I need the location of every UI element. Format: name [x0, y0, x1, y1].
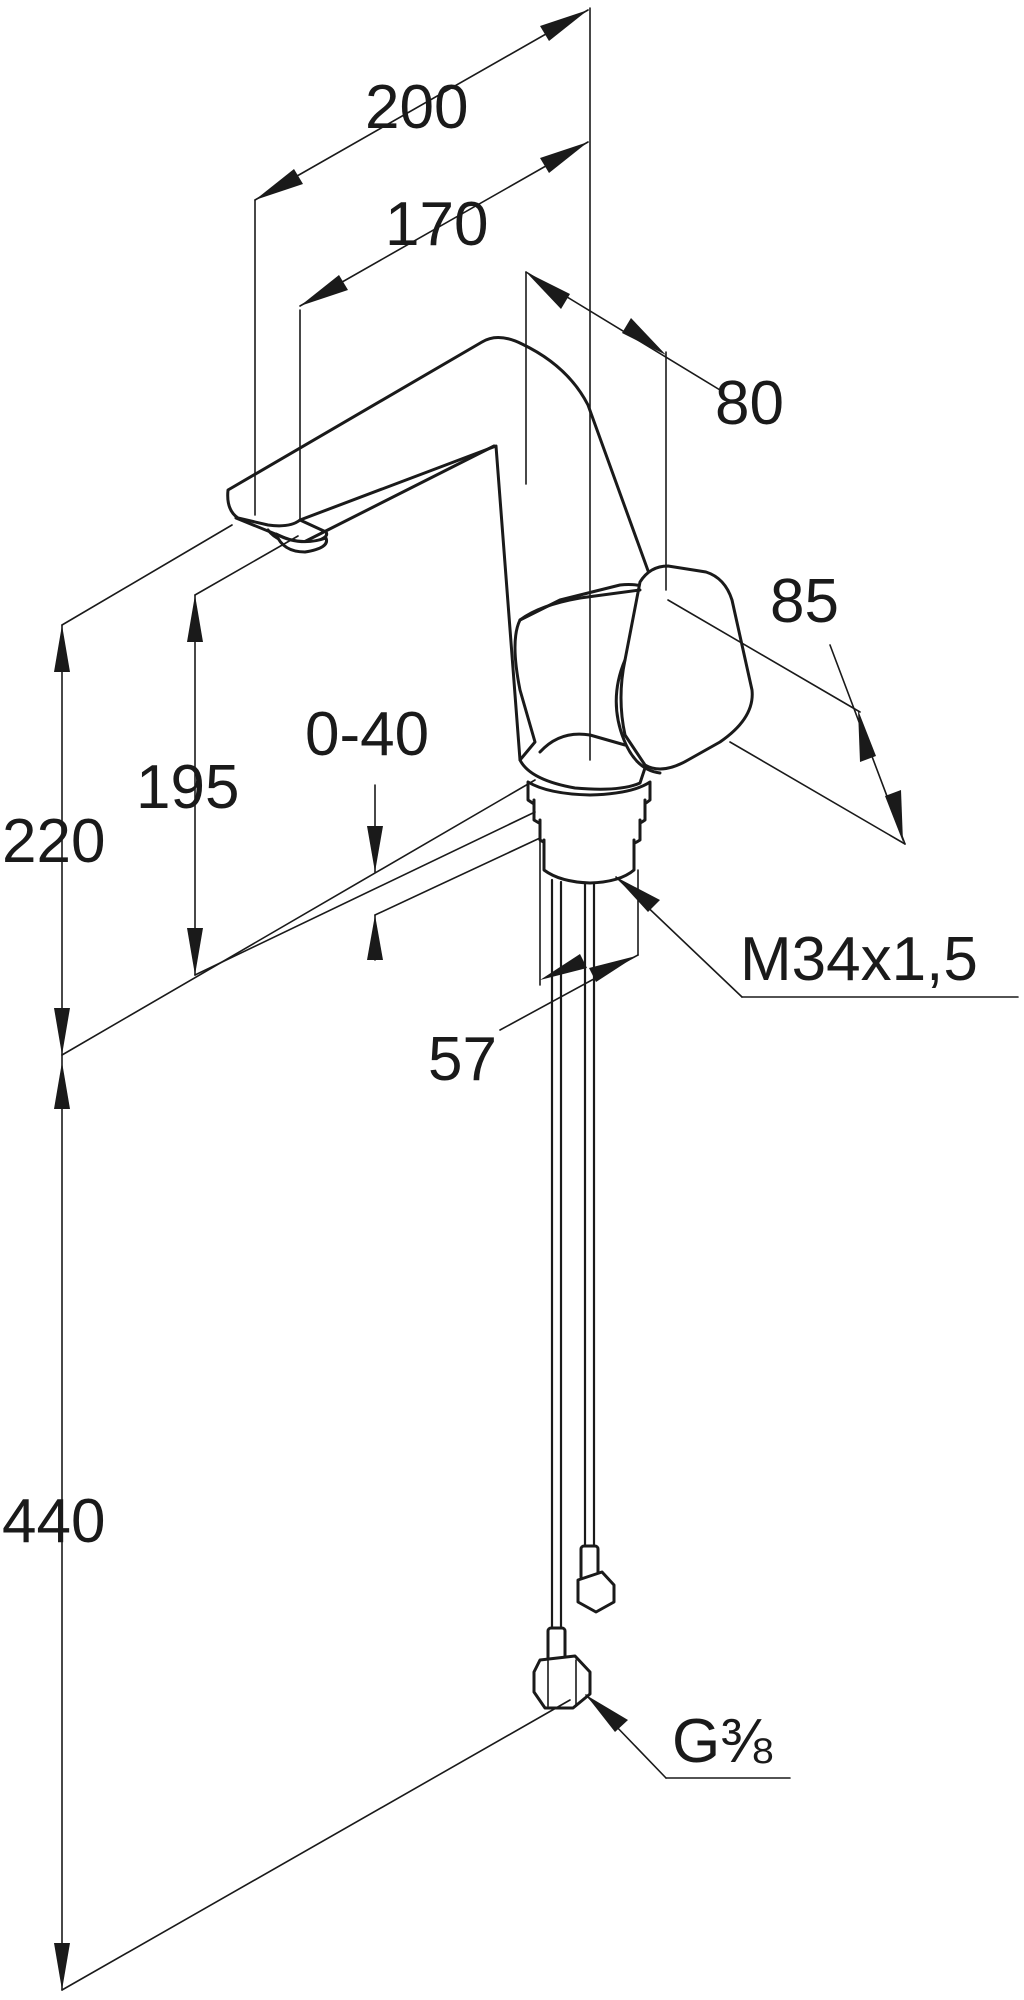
dim-label-170: 170 [385, 190, 488, 259]
dim-label-200: 200 [365, 73, 468, 142]
dim-label-57: 57 [428, 1025, 497, 1094]
dim-label-80: 80 [715, 369, 784, 438]
faucet-outline [226, 336, 754, 1710]
dim-label-thread: M34x1,5 [740, 925, 978, 994]
dimension-lines [54, 7, 1019, 1991]
dim-label-85: 85 [770, 567, 839, 636]
dim-label-220: 220 [2, 807, 105, 876]
lever-handle [619, 564, 754, 771]
dim-label-connection: G⅜ [672, 1707, 772, 1776]
dim-label-440: 440 [2, 1487, 105, 1556]
dim-label-195: 195 [136, 753, 239, 822]
dim-label-0-40: 0-40 [305, 700, 429, 769]
dimension-labels: 200 170 80 85 220 195 0-40 57 M34x1,5 44… [2, 73, 978, 1776]
supply-hoses [532, 878, 616, 1710]
